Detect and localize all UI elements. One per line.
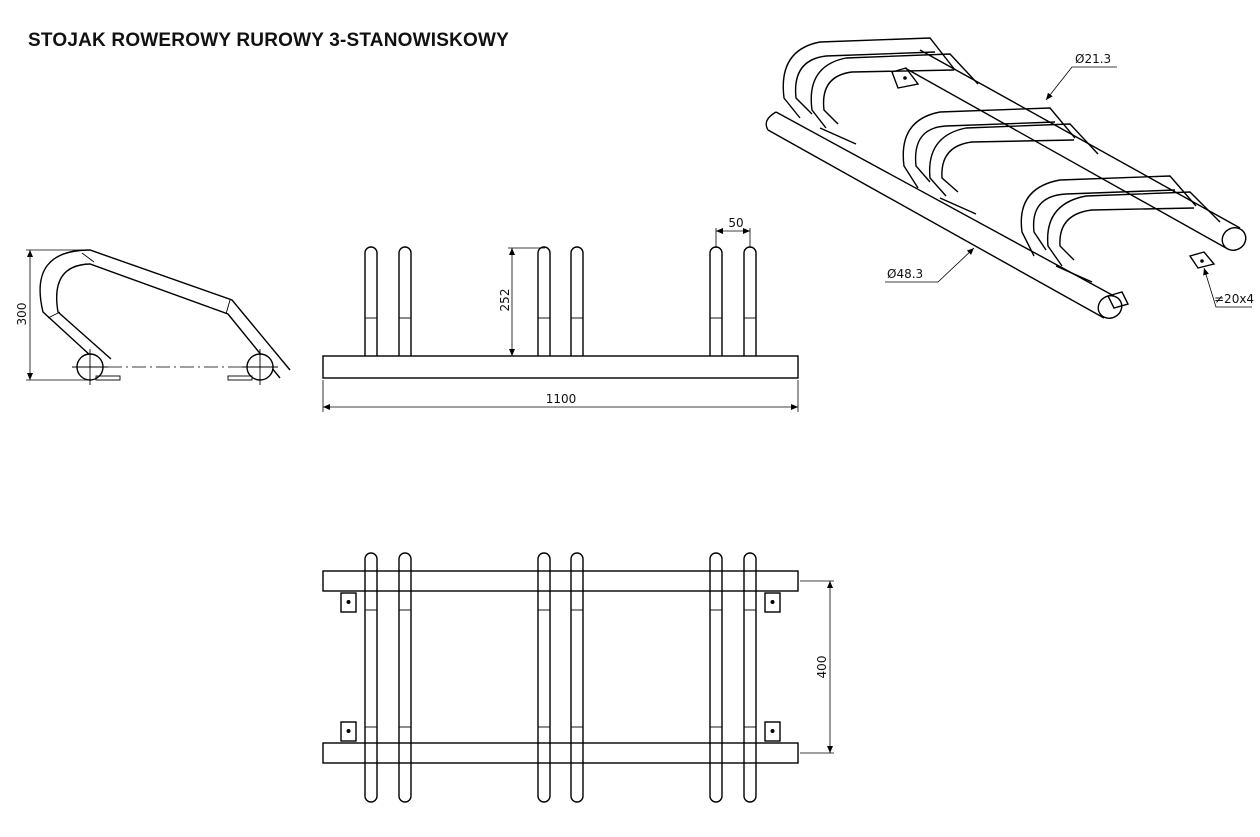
plate-label: ≠20x4 bbox=[1214, 292, 1254, 306]
height-dim-label: 300 bbox=[15, 303, 29, 326]
loop-spacing-dim-label: 50 bbox=[728, 216, 743, 230]
width-dim-label: 400 bbox=[815, 656, 829, 679]
anchor-plates bbox=[340, 592, 781, 742]
front-view: 252 50 1100 bbox=[322, 216, 799, 412]
iso-loops bbox=[782, 37, 1221, 283]
small-tube-label: Ø21.3 bbox=[1075, 52, 1111, 66]
top-view-loops bbox=[364, 552, 757, 803]
loop-height-dim-label: 252 bbox=[498, 289, 512, 312]
length-dim-label: 1100 bbox=[546, 392, 577, 406]
isometric-view: Ø21.3 Ø48.3 ≠20x4 bbox=[765, 37, 1254, 319]
main-tube-label: Ø48.3 bbox=[887, 267, 923, 281]
drawing-title: STOJAK ROWEROWY RUROWY 3-STANOWISKOWY bbox=[28, 30, 510, 51]
top-view: 400 bbox=[322, 552, 834, 803]
side-view: 300 bbox=[15, 249, 291, 385]
